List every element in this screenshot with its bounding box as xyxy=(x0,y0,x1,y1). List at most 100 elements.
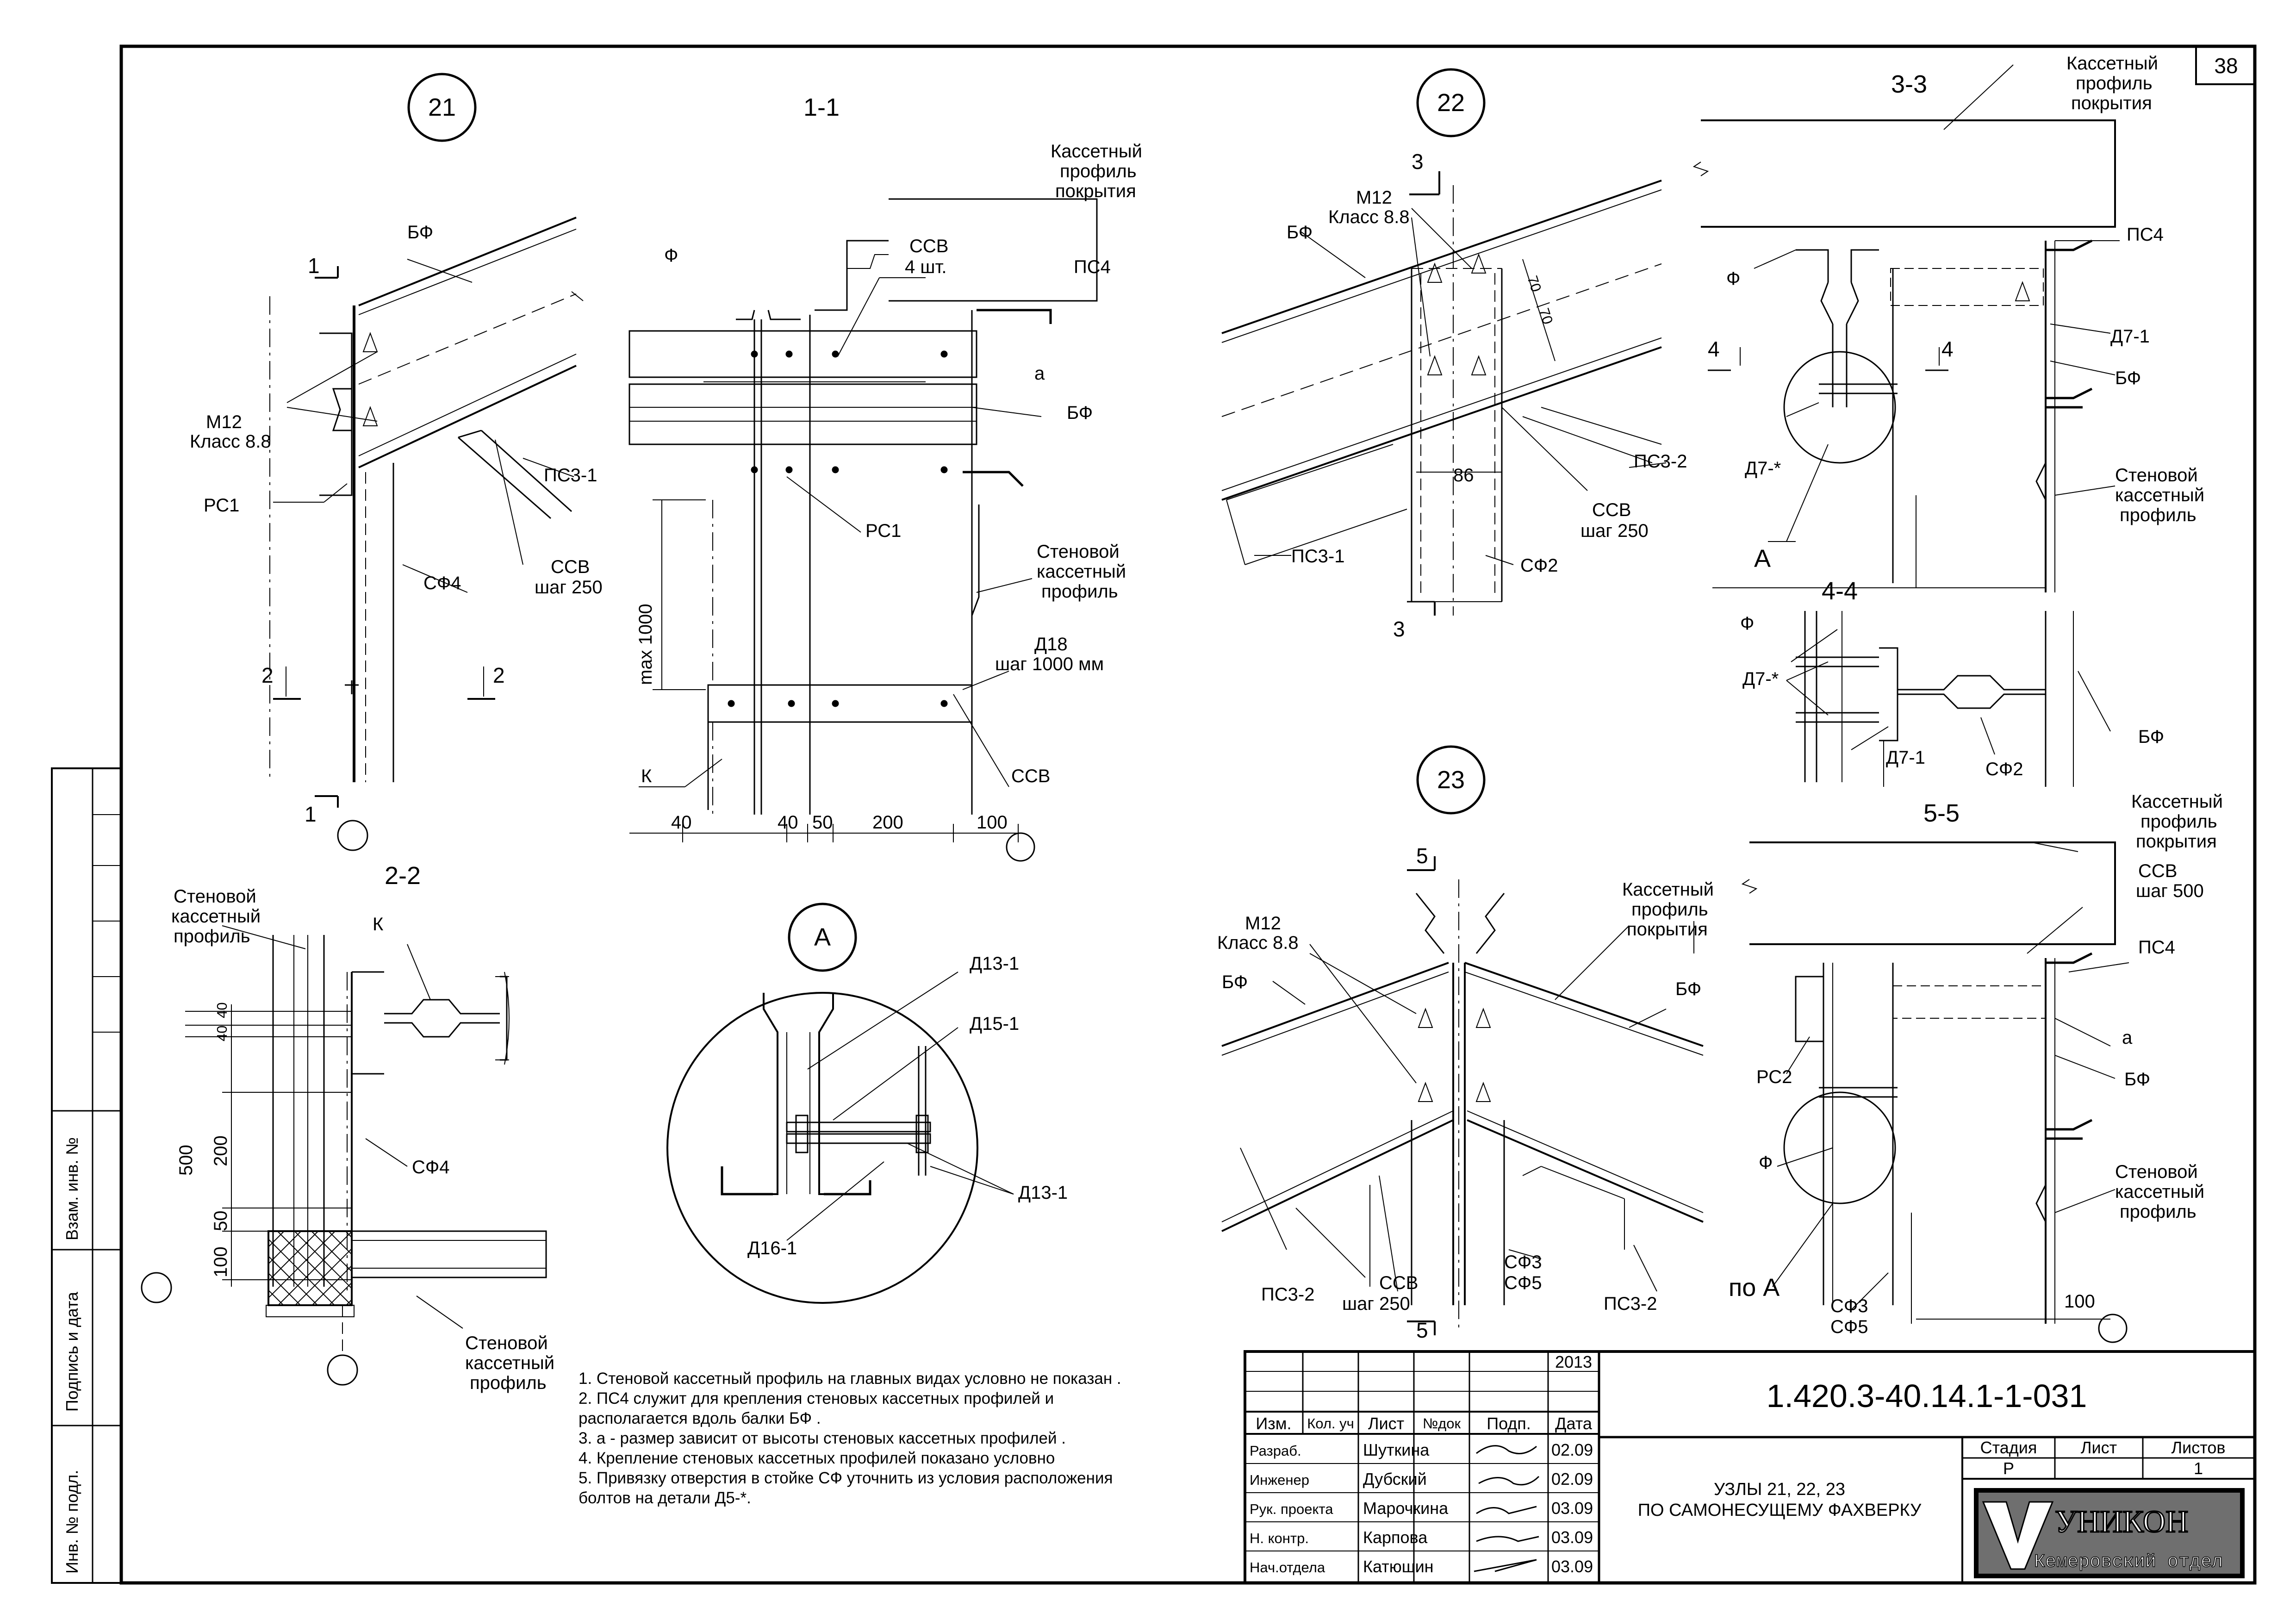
section-2-right: 2 xyxy=(493,663,505,687)
dim-40-22a: 40 xyxy=(214,1003,230,1018)
tb-h-stage: Стадия xyxy=(1980,1438,2037,1457)
tb-date-0: 02.09 xyxy=(1551,1440,1593,1459)
title-block-text: 2013 Изм. Кол. уч Лист №док Подп. Дата Р… xyxy=(1250,1352,2225,1576)
label-sf2-22: СФ2 xyxy=(1520,555,1558,576)
company-logo-text: УНИКОН xyxy=(2055,1504,2188,1539)
tb-name-0: Шуткина xyxy=(1363,1440,1430,1459)
tb-name-2: Марочкина xyxy=(1363,1499,1449,1518)
sheet-frame xyxy=(51,44,2257,1585)
node-21-text: 21 БФ 1 М12 Класс 8.8 РС1 СФ4 ПС3-1 ССВ … xyxy=(190,93,603,826)
label-d13-1-bottom: Д13-1 xyxy=(1018,1183,1068,1203)
dim-40b: 40 xyxy=(778,812,798,833)
label-f-55: Ф xyxy=(1759,1152,1773,1173)
view-1-1 xyxy=(628,198,1098,862)
node-23-number: 23 xyxy=(1437,766,1465,794)
label-kas-55-1: Кассетный xyxy=(2131,791,2223,812)
label-d13-1-top: Д13-1 xyxy=(970,953,1019,974)
view-3-3-title: 3-3 xyxy=(1891,70,1927,98)
label-sf5-23: СФ5 xyxy=(1504,1273,1542,1293)
label-sten-22-1: Стеновой xyxy=(174,886,256,907)
note-4: 4. Крепление стеновых кассетных профилей… xyxy=(579,1449,1055,1467)
node-22-text: 22 3 М12 Класс 8.8 БФ 70 70 86 ПС3-2 ССВ… xyxy=(1287,89,1687,641)
section-5-top: 5 xyxy=(1416,844,1428,868)
stamp-vzam-inv: Взам. инв. № xyxy=(62,1137,81,1240)
label-sten-22-2: кассетный xyxy=(171,906,261,927)
drawing-title-1: УЗЛЫ 21, 22, 23 xyxy=(1714,1480,1845,1499)
tb-h-sheet: Лист xyxy=(2081,1438,2117,1457)
section-4-right: 4 xyxy=(1941,337,1954,361)
label-d15-1: Д15-1 xyxy=(970,1014,1019,1034)
tb-sheets: 1 xyxy=(2194,1459,2203,1478)
label-m12-22: М12 xyxy=(1356,187,1392,208)
view-3-3 xyxy=(1692,64,2120,592)
label-ssv-11: ССВ xyxy=(909,236,948,256)
dim-500: 500 xyxy=(176,1145,196,1176)
dim-100-22: 100 xyxy=(211,1246,231,1277)
label-d7s-44: Д7-* xyxy=(1742,669,1779,689)
view-2-2 xyxy=(141,925,547,1386)
general-notes: 1. Стеновой кассетный профиль на главных… xyxy=(579,1370,1121,1507)
label-ps3-1: ПС3-1 xyxy=(544,465,597,486)
label-sf5-55: СФ5 xyxy=(1830,1317,1868,1337)
view-2-2-text: 2-2 Стеновой кассетный профиль К 40 40 5… xyxy=(171,862,554,1393)
section-2-left: 2 xyxy=(261,663,274,687)
stamp-signature-date: Подпись и дата xyxy=(62,1291,81,1412)
note-2-cont: располагается вдоль балки БФ . xyxy=(579,1409,821,1427)
signature-marks xyxy=(1474,1445,1540,1572)
label-kas-33-1: Кассетный xyxy=(2066,53,2158,74)
label-ssv-step-23: шаг 250 xyxy=(1342,1294,1410,1314)
node-23-text: 23 5 Кассетный профиль покрытия М12 Клас… xyxy=(1217,766,1714,1342)
tb-role-2: Рук. проекта xyxy=(1250,1501,1333,1517)
label-ps3-2-23b: ПС3-2 xyxy=(1604,1294,1657,1314)
tb-date-2: 03.09 xyxy=(1551,1499,1593,1518)
section-5-bottom: 5 xyxy=(1416,1318,1428,1342)
label-rs2: РС2 xyxy=(1756,1067,1792,1087)
label-kas-23-2: профиль xyxy=(1631,899,1708,920)
dim-100: 100 xyxy=(977,812,1008,833)
view-4-4-title: 4-4 xyxy=(1822,577,1858,605)
label-sten-33-1: Стеновой xyxy=(2115,465,2198,486)
label-kas-23-1: Кассетный xyxy=(1622,879,1714,900)
dim-max1000: max 1000 xyxy=(635,604,656,685)
label-bf-33: БФ xyxy=(2115,368,2141,388)
sheet-number: 38 xyxy=(2214,54,2238,78)
view-4-4-text: 4-4 Ф Д7-* Д7-1 БФ СФ2 xyxy=(1740,577,2164,779)
view-4-4 xyxy=(1786,611,2111,787)
tb-date-4: 03.09 xyxy=(1551,1557,1593,1576)
label-bf-44: БФ xyxy=(2138,727,2164,747)
label-bf-11: БФ xyxy=(1067,403,1093,423)
label-rs1-11: РС1 xyxy=(865,521,901,541)
label-kas-33-3: покрытия xyxy=(2071,93,2152,113)
drawing-code: 1.420.3-40.14.1-1-031 xyxy=(1767,1378,2087,1414)
tb-h-izm: Изм. xyxy=(1256,1414,1291,1433)
note-1: 1. Стеновой кассетный профиль на главных… xyxy=(579,1370,1121,1388)
dim-40-22b: 40 xyxy=(214,1026,230,1041)
label-rs1: РС1 xyxy=(204,495,239,516)
dim-50: 50 xyxy=(812,812,833,833)
label-sten-22-3: профиль xyxy=(174,926,250,947)
label-4sht: 4 шт. xyxy=(905,257,946,277)
title-block xyxy=(1244,1350,2256,1584)
label-ssv-step-55: шаг 500 xyxy=(2136,881,2204,901)
label-kas-3: покрытия xyxy=(1055,181,1136,201)
label-sten-55-1: Стеновой xyxy=(2115,1162,2198,1182)
dim-200-22: 200 xyxy=(211,1135,231,1166)
node-21-number: 21 xyxy=(428,93,456,121)
label-d7s-33: Д7-* xyxy=(1745,458,1781,479)
label-sf4-22: СФ4 xyxy=(412,1157,450,1177)
tb-h-ndok: №док xyxy=(1423,1415,1461,1432)
tb-year: 2013 xyxy=(1555,1352,1592,1371)
tb-role-0: Разраб. xyxy=(1250,1443,1301,1459)
label-sten-22b-2: кассетный xyxy=(465,1353,554,1373)
tb-date-3: 03.09 xyxy=(1551,1528,1593,1547)
label-ps4-33: ПС4 xyxy=(2127,224,2164,245)
label-ssv-step-22: шаг 250 xyxy=(1580,521,1649,541)
label-kas-2: профиль xyxy=(1060,161,1137,181)
tb-h-sheets: Листов xyxy=(2172,1438,2226,1457)
label-m12: М12 xyxy=(206,412,242,432)
note-5: 5. Привязку отверстия в стойке СФ уточни… xyxy=(579,1469,1113,1487)
label-k-11: К xyxy=(641,766,652,786)
tb-name-1: Дубский xyxy=(1363,1470,1427,1488)
label-sten-33-3: профиль xyxy=(2120,505,2196,525)
label-a-55: а xyxy=(2122,1028,2133,1048)
